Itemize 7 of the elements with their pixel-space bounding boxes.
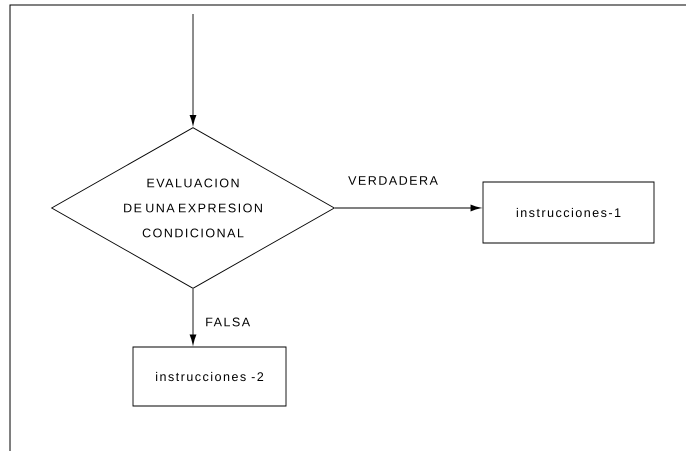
edge-label: FALSA bbox=[204, 316, 252, 328]
arrow bbox=[190, 288, 196, 345]
arrow bbox=[190, 14, 196, 126]
process-box: instrucciones -2 bbox=[132, 346, 286, 406]
edge-label: VERDADERA bbox=[347, 175, 439, 186]
process-box: instrucciones-1 bbox=[482, 182, 654, 244]
arrow bbox=[334, 204, 481, 212]
